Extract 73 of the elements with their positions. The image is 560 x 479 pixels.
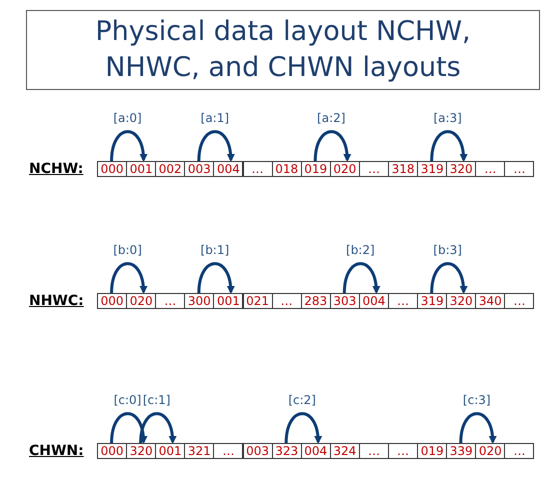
memory-cell: … [504,293,534,309]
curved-arrow [459,412,496,444]
curved-arrow [110,130,148,162]
memory-cell: 002 [155,161,186,177]
edge-label: [c:1] [142,393,172,407]
layout-name: NCHW: [29,161,84,177]
memory-cell: 319 [417,161,448,177]
memory-cell: 001 [213,293,244,309]
edge-label: [c:2] [287,393,317,407]
memory-cell: 324 [330,443,360,459]
memory-cell: … [504,443,534,459]
curved-arrow [430,262,468,294]
memory-cell: 019 [417,443,448,459]
memory-cell: 318 [388,161,418,177]
memory-cell: 004 [213,161,244,177]
memory-cell: … [155,293,186,309]
edge-label: [a:1] [200,111,230,125]
edge-label: [a:3] [432,111,463,125]
memory-cell: 003 [184,161,214,177]
layout-name: CHWN: [29,443,84,459]
memory-cell: 323 [272,443,302,459]
edge-label: [a:2] [316,111,346,125]
layout-name: NHWC: [29,293,84,309]
memory-cell: … [213,443,244,459]
memory-cell: 019 [300,161,331,177]
memory-cell: 000 [97,293,128,309]
memory-cell: 339 [446,443,476,459]
curved-arrow [284,412,322,444]
memory-cell: 321 [184,443,214,459]
curved-arrow [197,130,234,162]
edge-label: [b:0] [112,243,143,257]
memory-cell: 004 [300,443,331,459]
memory-cell: 303 [330,293,360,309]
memory-cell: … [242,161,273,177]
curved-arrow [110,412,148,444]
curved-arrow [314,130,351,162]
title-box: Physical data layout NCHW, NHWC, and CHWN layouts [26,10,540,90]
memory-cell: 320 [126,443,156,459]
memory-cell: … [475,161,506,177]
memory-cell: 001 [155,443,186,459]
curved-arrow [110,262,148,294]
memory-cell: … [358,443,389,459]
edge-label: [c:3] [462,393,492,407]
memory-cell: 000 [97,161,128,177]
memory-cell: … [358,161,389,177]
edge-label: [c:0] [112,393,142,407]
memory-cell: … [272,293,302,309]
memory-cell: 320 [446,293,476,309]
memory-cell: 001 [126,161,156,177]
memory-cell: 000 [97,443,128,459]
memory-cell: 300 [184,293,214,309]
memory-cell: … [388,293,418,309]
memory-cell: 020 [330,161,360,177]
edge-label: [b:1] [200,243,230,257]
memory-cell: … [388,443,418,459]
memory-cell: 018 [272,161,302,177]
memory-cell: 004 [358,293,389,309]
curved-arrow [197,262,234,294]
memory-cell: 021 [242,293,273,309]
memory-cell: 340 [475,293,506,309]
memory-cell: 320 [446,161,476,177]
memory-cell: 283 [300,293,331,309]
curved-arrow [430,130,468,162]
memory-cell: 003 [242,443,273,459]
memory-cell: … [504,161,534,177]
memory-cell: 020 [475,443,506,459]
edge-label: [b:2] [345,243,376,257]
memory-cell: 319 [417,293,448,309]
edge-label: [b:3] [432,243,463,257]
curved-arrow [342,262,380,294]
memory-cell: 020 [126,293,156,309]
edge-label: [a:0] [112,111,143,125]
curved-arrow [139,412,176,444]
